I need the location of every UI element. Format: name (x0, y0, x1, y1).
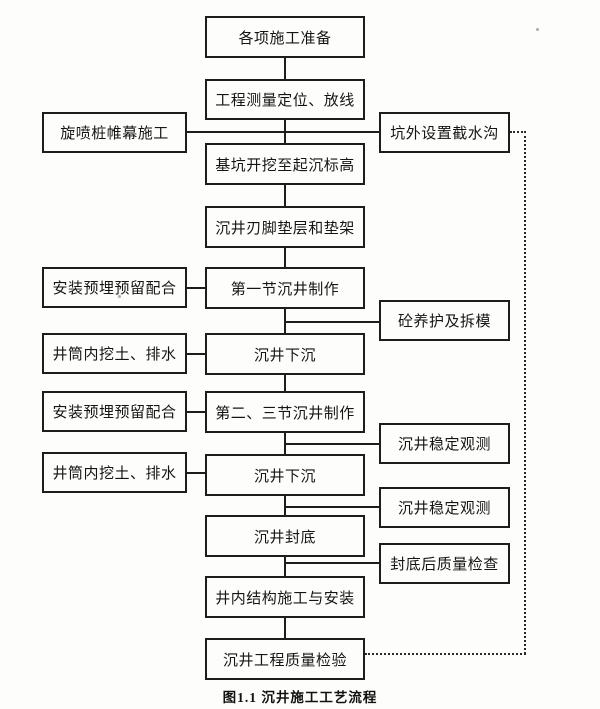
flow-connector-vertical (284, 618, 286, 638)
main-step-6-sinking-1: 沉井下沉 (205, 333, 365, 375)
flow-connector-horizontal (187, 472, 205, 474)
flow-connector-horizontal (285, 562, 379, 564)
right-branch-5-seal-inspection: 封底后质量检查 (379, 543, 510, 584)
left-branch-2-embedded-parts: 安装预埋预留配合 (42, 267, 187, 308)
flow-connector-horizontal (285, 321, 379, 323)
main-step-10-inner-structure: 井内结构施工与安装 (205, 576, 365, 618)
feedback-dotted-line-right (524, 131, 526, 654)
flow-connector-vertical (284, 557, 286, 576)
main-step-2-survey-layout: 工程测量定位、放线 (205, 79, 365, 120)
scan-speck (536, 28, 539, 31)
flow-connector-horizontal (187, 287, 205, 289)
main-step-7-second-third: 第二、三节沉井制作 (205, 391, 365, 433)
flow-connector-vertical (284, 375, 286, 391)
feedback-dotted-line-top (510, 131, 526, 133)
main-step-1-preparation: 各项施工准备 (205, 16, 365, 58)
flow-connector-horizontal (285, 506, 379, 508)
main-step-8-sinking-2: 沉井下沉 (205, 454, 365, 496)
feedback-dotted-line-bottom (365, 653, 526, 655)
right-branch-2-curing-formwork: 砼养护及拆模 (379, 300, 510, 341)
figure-caption: 图1.1 沉井施工工艺流程 (222, 690, 378, 705)
right-branch-1-drain-ditch: 坑外设置截水沟 (379, 112, 510, 153)
main-step-4-cushion-frame: 沉井刃脚垫层和垫架 (205, 206, 365, 248)
left-branch-3-excavation: 井筒内挖土、排水 (42, 333, 187, 374)
flow-connector-horizontal (187, 411, 205, 413)
main-step-11-quality-check: 沉井工程质量检验 (205, 638, 365, 680)
flow-connector-vertical (284, 58, 286, 79)
flow-connector-horizontal-top-branches (187, 131, 379, 133)
left-branch-1-jet-grouting: 旋喷桩帷幕施工 (42, 112, 187, 153)
left-branch-4-embedded-parts: 安装预埋预留配合 (42, 391, 187, 432)
main-step-5-first-section: 第一节沉井制作 (205, 267, 365, 309)
flow-connector-horizontal (187, 353, 205, 355)
main-step-9-bottom-sealing: 沉井封底 (205, 515, 365, 557)
left-branch-5-excavation: 井筒内挖土、排水 (42, 452, 187, 493)
flow-connector-vertical (284, 248, 286, 267)
right-branch-4-stability-obs: 沉井稳定观测 (379, 487, 510, 528)
right-branch-3-stability-obs: 沉井稳定观测 (379, 423, 510, 464)
flow-connector-vertical (284, 185, 286, 206)
main-step-3-pit-excavation: 基坑开挖至起沉标高 (205, 143, 365, 185)
flow-connector-vertical (284, 496, 286, 515)
flow-connector-horizontal (285, 443, 379, 445)
scan-speck (118, 295, 121, 298)
